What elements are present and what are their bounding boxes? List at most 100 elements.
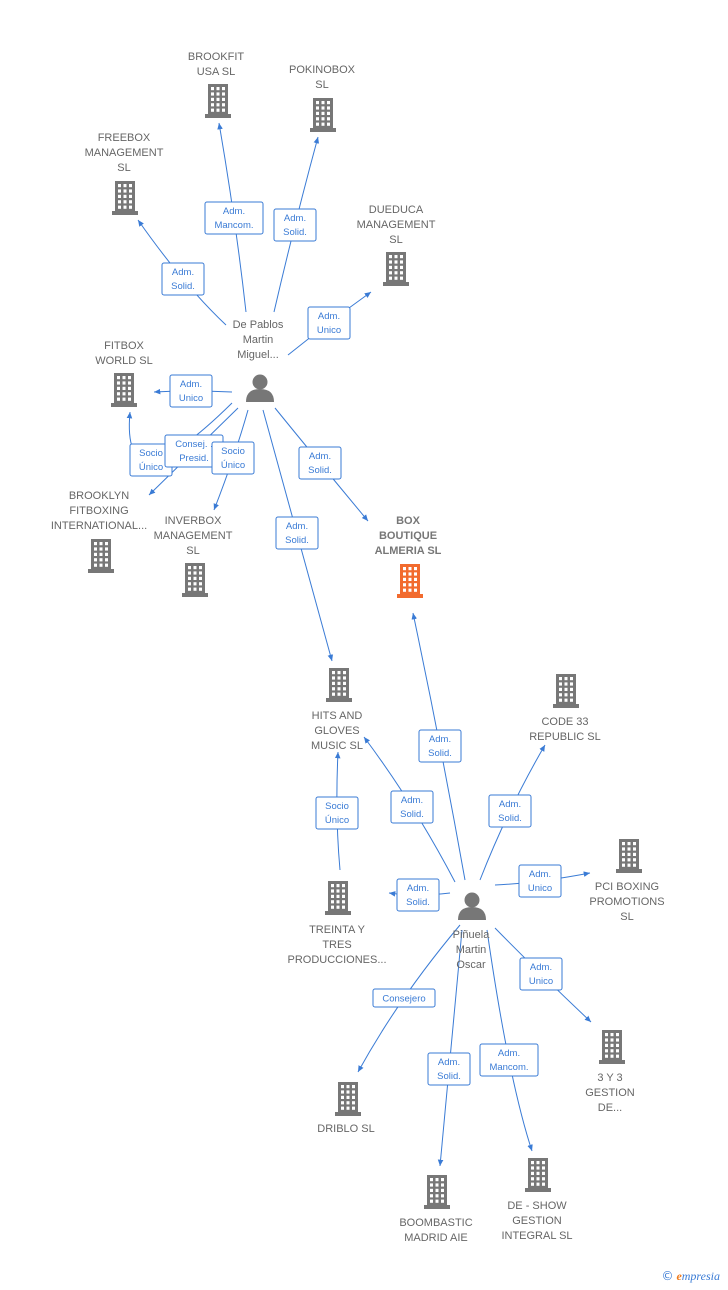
node-label: 3 Y 3 — [597, 1072, 622, 1084]
node-brooklyn[interactable]: BROOKLYNFITBOXINGINTERNATIONAL... — [51, 490, 147, 573]
edge-label-text: Solid. — [283, 227, 307, 238]
edge-label-box — [298, 446, 342, 480]
edge-label-text: Adm. — [286, 521, 308, 532]
edge-label-text: Solid. — [400, 809, 424, 820]
edge-label[interactable]: Adm.Mancom. — [479, 1043, 539, 1077]
edge-label[interactable]: Adm. Solid. — [488, 794, 532, 828]
edge-label-text: Presid. — [179, 453, 209, 464]
edge-label[interactable]: Adm.Solid. — [161, 262, 205, 296]
edge-label[interactable]: Adm. Solid. — [390, 790, 434, 824]
edge-label-box — [169, 374, 213, 408]
edge-label-text: Solid. — [428, 748, 452, 759]
edge-label-text: Unico — [528, 883, 552, 894]
node-label: DRIBLO SL — [317, 1123, 374, 1135]
node-label: BROOKFIT — [188, 51, 245, 63]
brand-name: mpresia — [681, 1269, 720, 1283]
node-label: DE - SHOW — [507, 1200, 567, 1212]
node-depablos[interactable]: De PablosMartinMiguel... — [233, 319, 284, 402]
edge-label-text: Adm. — [401, 795, 423, 806]
edge-label-text: Adm. — [499, 799, 521, 810]
edge-label-text: Adm. — [318, 311, 340, 322]
edge-label[interactable]: Adm.Unico — [519, 957, 563, 991]
edge-label-text: Solid. — [437, 1071, 461, 1082]
building-icon — [616, 839, 642, 873]
node-label: TREINTA Y — [309, 924, 365, 936]
edge-label-text: Consej. . — [175, 439, 213, 450]
edge-label-text: Socio — [325, 801, 349, 812]
node-treinta[interactable]: TREINTA YTRESPRODUCCIONES... — [287, 881, 387, 966]
edge-label[interactable]: Consejero — [372, 988, 436, 1008]
node-label: FITBOX — [104, 340, 144, 352]
edge-label-box — [275, 516, 319, 550]
building-icon — [182, 563, 208, 597]
edge-label-text: Adm. — [429, 734, 451, 745]
edge-label-text: Solid. — [498, 813, 522, 824]
node-label: BROOKLYN — [69, 490, 129, 502]
building-icon — [111, 373, 137, 407]
edge-label[interactable]: Adm.Unico — [518, 864, 562, 898]
node-label: MUSIC SL — [311, 740, 363, 752]
node-label: INTERNATIONAL... — [51, 520, 147, 532]
edge-label[interactable]: Adm.Unico — [169, 374, 213, 408]
node-label: SL — [620, 911, 633, 923]
node-label: INVERBOX — [165, 515, 223, 527]
node-label: De Pablos — [233, 319, 284, 331]
edge-label-text: Unico — [179, 393, 203, 404]
building-icon — [424, 1175, 450, 1209]
edge-label-box — [204, 201, 264, 235]
edge-label[interactable]: Consej. . Presid. — [164, 434, 224, 468]
edge-label[interactable]: Adm. Mancom. — [204, 201, 264, 235]
edge-label[interactable]: Adm.Solid. — [298, 446, 342, 480]
edge-label-text: Adm. — [223, 206, 245, 217]
edge-label-box — [390, 790, 434, 824]
building-icon — [553, 674, 579, 708]
building-icon — [325, 881, 351, 915]
edge-label[interactable]: Adm.Solid. — [273, 208, 317, 242]
building-icon — [205, 84, 231, 118]
edge-label[interactable]: Adm. Solid. — [418, 729, 462, 763]
edge-label-text: Mancom. — [214, 220, 253, 231]
edge-label-text: Solid. — [285, 535, 309, 546]
edge-label-text: Consejero — [382, 994, 425, 1005]
edge-label[interactable]: Adm.Solid. — [396, 878, 440, 912]
brand-initial: e — [676, 1269, 682, 1283]
edge-label-box — [161, 262, 205, 296]
node-label: SL — [389, 234, 402, 246]
node-label: SL — [117, 162, 130, 174]
building-icon — [112, 181, 138, 215]
edge-label-text: Unico — [529, 976, 553, 987]
edge-label[interactable]: Adm.Solid. — [427, 1052, 471, 1086]
node-driblo[interactable]: DRIBLO SL — [317, 1082, 375, 1135]
edge-label[interactable]: Adm. Solid. — [275, 516, 319, 550]
node-label: DE... — [598, 1102, 622, 1114]
building-icon — [397, 564, 423, 598]
node-label: TRES — [322, 939, 351, 951]
edge-label-box — [479, 1043, 539, 1077]
node-label: POKINOBOX — [289, 64, 356, 76]
node-tresytres[interactable]: 3 Y 3GESTIONDE... — [585, 1030, 635, 1114]
edge-label-text: Solid. — [308, 465, 332, 476]
node-label: ALMERIA SL — [375, 545, 442, 557]
edge-label-box — [519, 957, 563, 991]
edge-label-box — [372, 988, 436, 1008]
node-label: Oscar — [456, 959, 486, 971]
node-label: GLOVES — [314, 725, 359, 737]
edge-label-text: Único — [139, 462, 163, 473]
edge-label[interactable]: Adm.Unico — [307, 306, 351, 340]
